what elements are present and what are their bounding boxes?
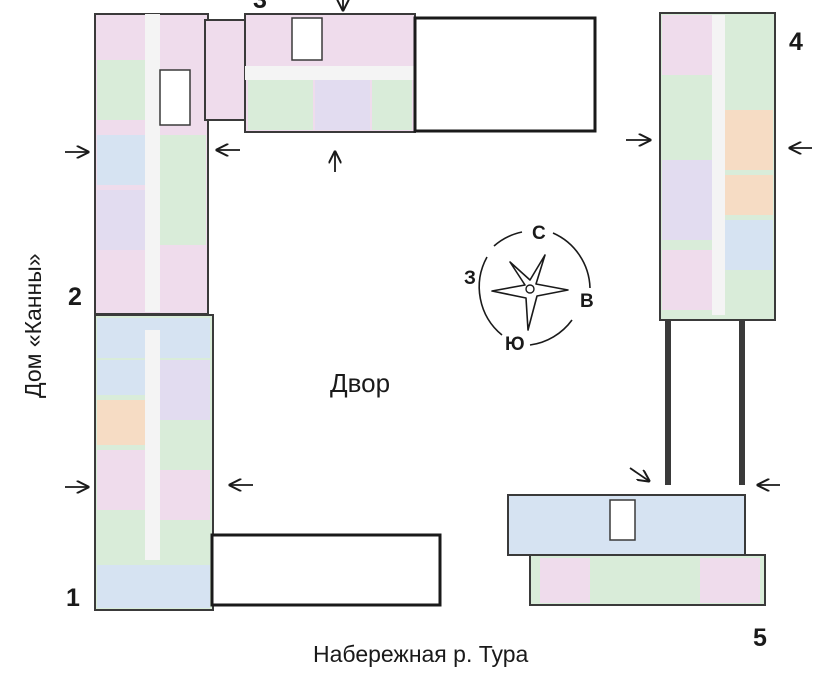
section-2-plan <box>94 13 209 315</box>
section-5-plan <box>507 494 766 606</box>
compass-ring <box>552 232 591 289</box>
compass-ring <box>529 319 573 346</box>
section-number-3: 3 <box>253 0 267 14</box>
compass <box>478 231 591 346</box>
compass-south-label: Ю <box>505 334 525 355</box>
entrance-arrows <box>65 0 812 487</box>
section-4-plan <box>659 12 776 485</box>
compass-ring <box>478 256 503 336</box>
compass-east-label: В <box>580 291 594 312</box>
street-label: Набережная р. Тура <box>313 641 529 667</box>
section-number-5: 5 <box>753 624 767 652</box>
section-3-plan <box>244 13 597 133</box>
section-number-1: 1 <box>66 584 80 612</box>
section-1-plan <box>94 314 442 611</box>
connector-2-3 <box>204 19 251 121</box>
section-number-2: 2 <box>68 283 82 311</box>
courtyard-label: Двор <box>330 368 391 398</box>
compass-ring <box>493 231 523 247</box>
compass-north-label: С <box>532 223 546 244</box>
entrance-arrow-5-diag <box>629 467 649 481</box>
section-number-4: 4 <box>789 28 803 56</box>
neighbor-building-label: Дом «Канны» <box>20 253 46 398</box>
compass-west-label: З <box>464 268 476 289</box>
